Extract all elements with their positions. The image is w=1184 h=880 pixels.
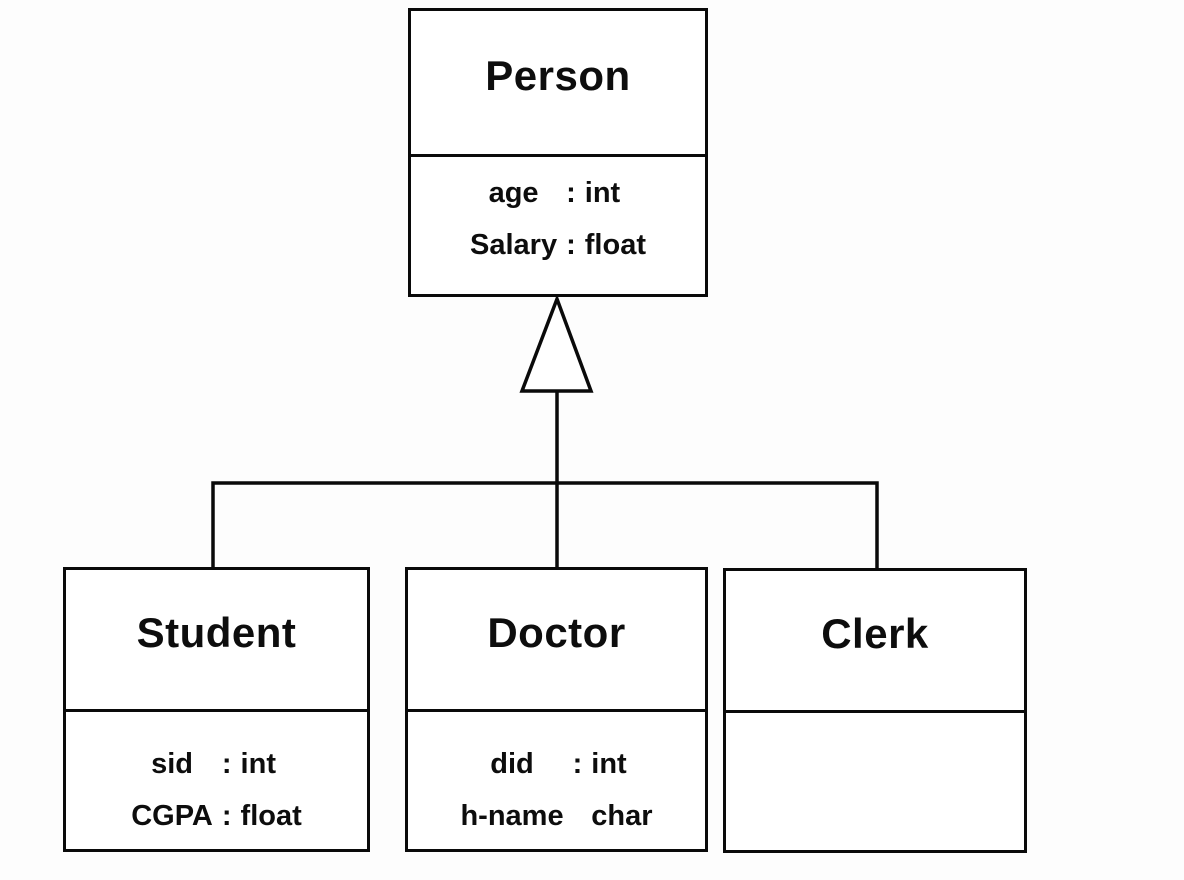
attribute-type: int — [584, 176, 621, 209]
attribute-separator: : — [566, 176, 576, 209]
attribute-name: age — [488, 176, 539, 209]
class-name-student: Student — [136, 608, 297, 656]
class-attributes-person: age : int Salary : float — [411, 154, 705, 294]
attribute-type: char — [591, 799, 653, 832]
attribute-name: CGPA — [131, 799, 213, 832]
attribute-name: Salary — [470, 228, 558, 261]
class-box-clerk: Clerk — [723, 568, 1027, 853]
class-box-person: Person age : int Salary : float — [408, 8, 708, 297]
attribute-row: age : int — [470, 175, 646, 213]
attribute-row: CGPA : float — [131, 798, 302, 836]
class-attributes-doctor: did : int h-name char — [408, 709, 705, 849]
attribute-type: int — [591, 748, 627, 780]
attribute-row: sid : int — [131, 746, 302, 784]
attribute-separator: : — [221, 748, 232, 780]
class-box-doctor: Doctor did : int h-name char — [405, 567, 708, 852]
class-name-clerk: Clerk — [821, 609, 929, 657]
generalization-arrowhead-icon — [519, 294, 594, 393]
attribute-separator: : — [572, 748, 583, 780]
class-name-doctor: Doctor — [487, 608, 626, 656]
attribute-type: int — [240, 748, 276, 780]
class-attributes-student: sid : int CGPA : float — [66, 709, 367, 849]
attribute-row: did : int — [460, 746, 652, 784]
attribute-separator — [573, 798, 583, 836]
attribute-name: sid — [151, 748, 193, 780]
attribute-separator: : — [221, 799, 232, 832]
attribute-type: float — [584, 228, 646, 261]
class-name-person: Person — [485, 51, 631, 99]
attribute-separator: : — [566, 228, 576, 261]
attribute-type: float — [240, 799, 302, 832]
connector-branch-line — [211, 481, 879, 568]
attribute-name: h-name — [460, 799, 564, 832]
attribute-row: h-name char — [460, 798, 652, 836]
class-attributes-clerk — [726, 710, 1024, 850]
class-box-student: Student sid : int CGPA : float — [63, 567, 370, 852]
attribute-list: age : int Salary : float — [461, 161, 655, 278]
attribute-list: did : int h-name char — [451, 732, 661, 849]
attribute-name: did — [490, 748, 534, 780]
attribute-list: sid : int CGPA : float — [122, 732, 311, 849]
attribute-row: Salary : float — [470, 227, 646, 265]
